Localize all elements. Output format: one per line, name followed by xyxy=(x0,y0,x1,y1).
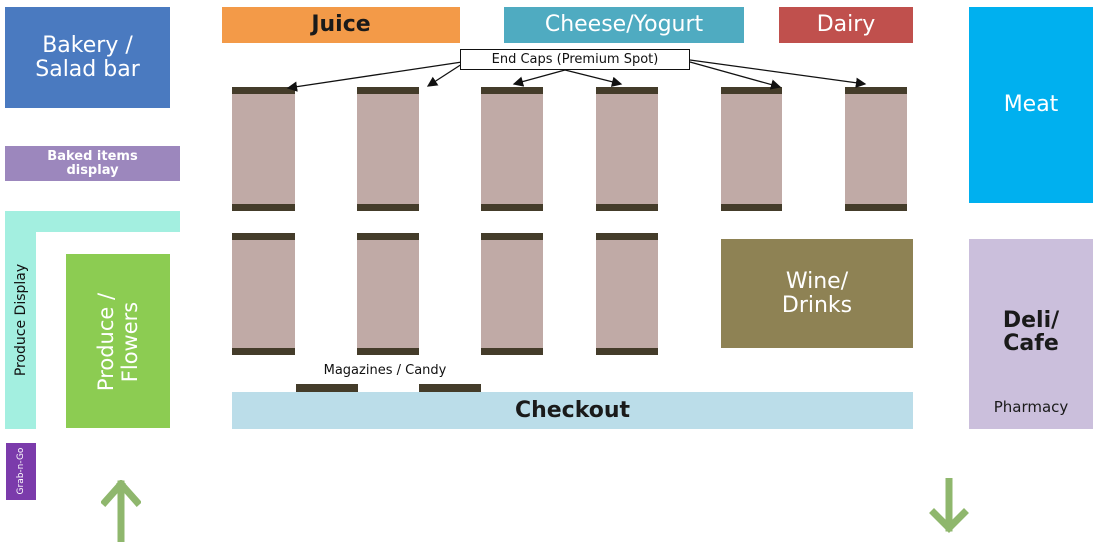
end-caps-callout: End Caps (Premium Spot) xyxy=(460,49,690,70)
cheese-yogurt-section: Cheese/Yogurt xyxy=(504,7,744,43)
magazines-candy-label: Magazines / Candy xyxy=(323,363,447,378)
aisle-shelf xyxy=(845,87,907,211)
meat-section: Meat xyxy=(969,7,1093,203)
aisle-shelf xyxy=(357,233,419,355)
aisle-shelf xyxy=(357,87,419,211)
bakery-salad-bar: Bakery / Salad bar xyxy=(5,7,170,108)
aisle-shelf xyxy=(232,233,295,355)
dairy-section: Dairy xyxy=(779,7,913,43)
produce-display-horizontal xyxy=(5,211,180,232)
aisle-shelf xyxy=(721,87,782,211)
baked-items-display: Baked items display xyxy=(5,146,180,181)
produce-flowers xyxy=(66,254,170,428)
juice-section: Juice xyxy=(222,7,460,43)
arrow-up-icon xyxy=(101,480,141,542)
pharmacy-label: Pharmacy xyxy=(993,398,1069,416)
deli-cafe-section: Deli/ Cafe xyxy=(969,239,1093,429)
aisle-shelf xyxy=(596,233,658,355)
aisle-shelf xyxy=(596,87,658,211)
grab-n-go xyxy=(6,443,36,500)
produce-display-vertical xyxy=(5,211,36,429)
wine-drinks-section: Wine/ Drinks xyxy=(721,239,913,348)
aisle-shelf xyxy=(481,233,543,355)
aisle-shelf xyxy=(481,87,543,211)
checkout-section: Checkout xyxy=(232,392,913,429)
aisle-shelf xyxy=(232,87,295,211)
candy-rack xyxy=(419,384,481,392)
arrow-down-icon xyxy=(929,478,969,533)
magazine-rack xyxy=(296,384,358,392)
